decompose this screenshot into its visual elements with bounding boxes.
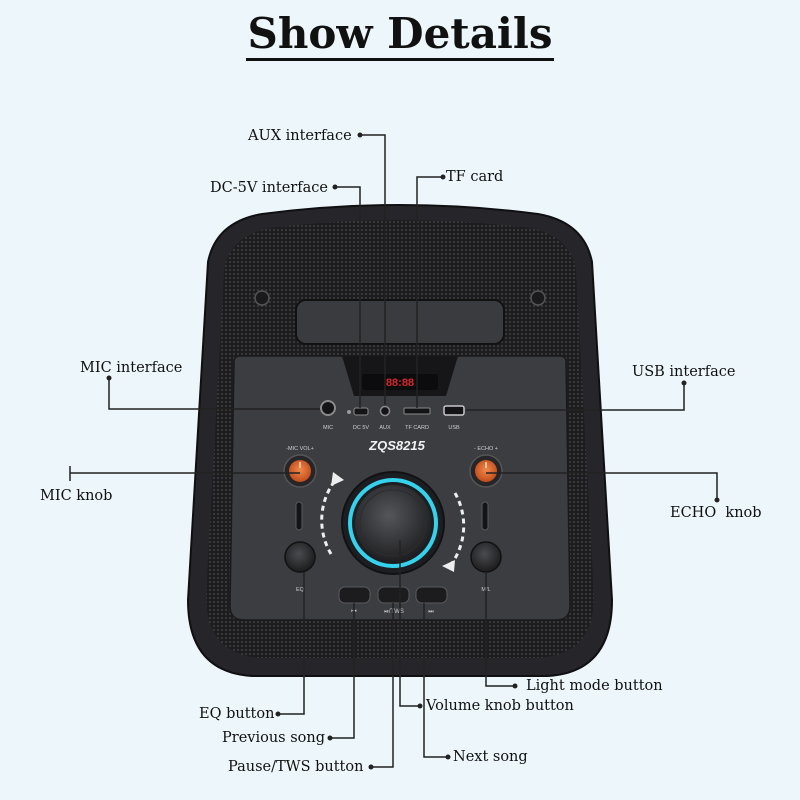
callout-echo-knob: ECHO knob	[670, 505, 762, 521]
callout-light-mode-button: Light mode button	[526, 678, 663, 694]
dc-port	[353, 407, 369, 416]
svg-text:DC 5V: DC 5V	[353, 425, 370, 431]
previous-song-button	[338, 586, 371, 604]
callout-aux-interface: AUX interface	[248, 128, 352, 144]
next-song-button	[415, 586, 448, 604]
callout-eq-button: EQ button	[199, 706, 275, 722]
svg-text:AUX: AUX	[379, 425, 391, 431]
pause-tws-button	[377, 586, 410, 604]
leader-dots	[106, 132, 720, 770]
callout-dc-interface: DC-5V interface	[210, 180, 328, 196]
aux-port	[379, 405, 391, 417]
svg-text:EQ: EQ	[296, 587, 305, 593]
leader-lines	[69, 134, 718, 768]
svg-text:MIC: MIC	[323, 425, 333, 431]
svg-text:TF CARD: TF CARD	[405, 425, 429, 431]
svg-text:- ECHO +: - ECHO +	[474, 446, 498, 452]
mic-port	[320, 400, 336, 416]
handle-opening	[295, 299, 505, 345]
model-name: ZQS8215	[368, 438, 425, 453]
svg-text:-MIC VOL+: -MIC VOL+	[286, 446, 314, 452]
callout-mic-knob: MIC knob	[40, 488, 113, 504]
svg-text:USB: USB	[448, 425, 460, 431]
light-mode-button	[470, 541, 502, 573]
callout-next-song: Next song	[453, 749, 528, 765]
callout-pause-tws-button: Pause/TWS button	[228, 759, 364, 775]
svg-text:⏭: ⏭	[428, 609, 434, 615]
eq-button	[284, 541, 316, 573]
usb-port	[443, 405, 465, 416]
callout-tf-card: TF card	[446, 169, 504, 185]
callout-mic-interface: MIC interface	[80, 360, 183, 376]
callout-usb-interface: USB interface	[632, 364, 736, 380]
page-title: Show Details	[0, 8, 800, 61]
tf-port	[403, 407, 431, 415]
display-digits: 88:88	[386, 377, 414, 389]
display-screen	[362, 374, 438, 390]
svg-text:⏯/TWS: ⏯/TWS	[384, 609, 404, 615]
led-dot	[347, 410, 351, 414]
callout-previous-song: Previous song	[222, 730, 326, 746]
volume-knob	[355, 485, 431, 561]
callout-volume-knob-button: Volume knob button	[426, 698, 574, 714]
